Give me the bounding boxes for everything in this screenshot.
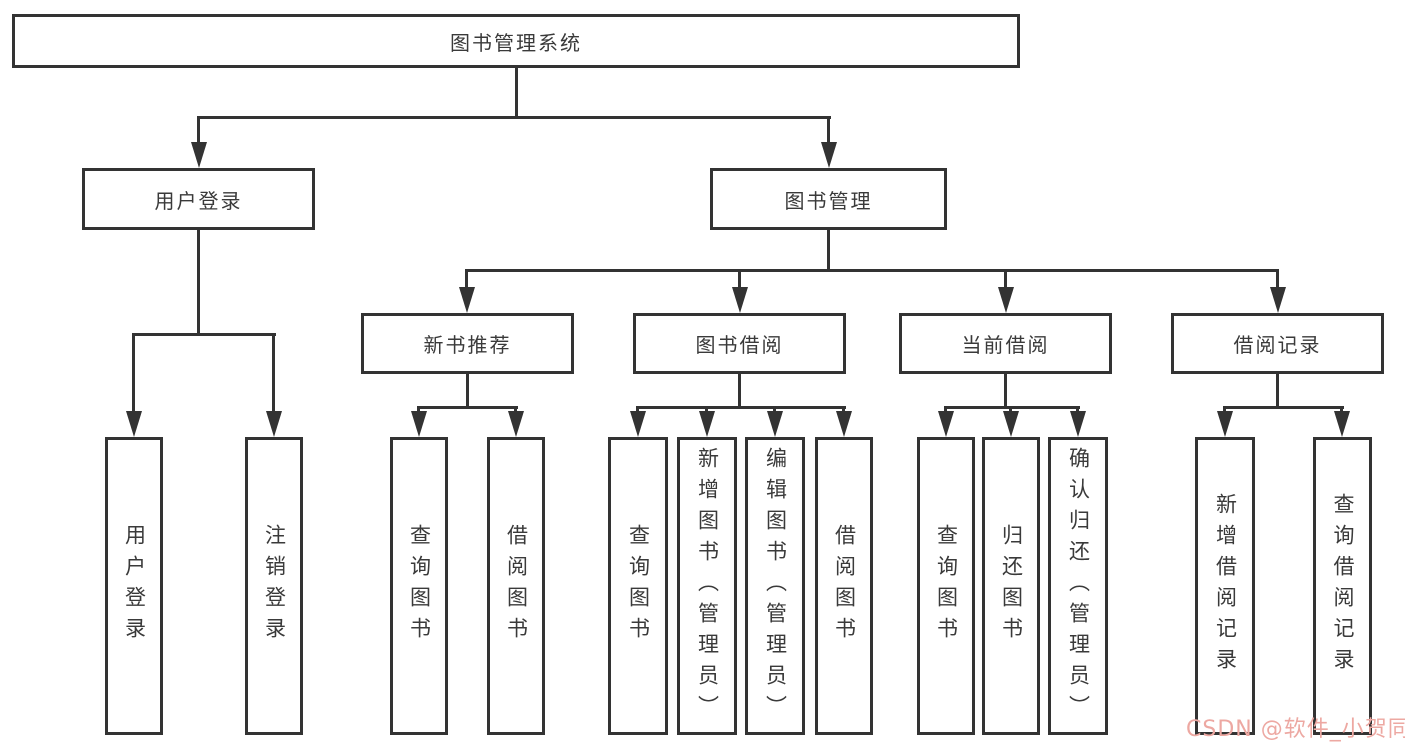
leaf-label: 借阅图书 bbox=[832, 524, 857, 648]
leaf-query-books-2: 查询图书 bbox=[608, 437, 668, 735]
leaf-borrow-books-2: 借阅图书 bbox=[815, 437, 873, 735]
leaf-label: 编辑图书（管理员） bbox=[763, 446, 788, 726]
leaf-add-books-admin: 新增图书（管理员） bbox=[677, 437, 737, 735]
node-label: 用户登录 bbox=[154, 188, 243, 213]
connector-line bbox=[636, 406, 639, 414]
connector-line bbox=[827, 230, 830, 271]
connector-line bbox=[466, 374, 469, 408]
connector-line bbox=[515, 68, 518, 118]
arrowhead-down-icon bbox=[1003, 411, 1019, 437]
arrowhead-down-icon bbox=[732, 287, 748, 313]
leaf-logout-login: 注销登录 bbox=[245, 437, 303, 735]
connector-line bbox=[1276, 269, 1279, 293]
node-label: 图书管理 bbox=[784, 188, 873, 213]
arrowhead-down-icon bbox=[508, 411, 524, 437]
leaf-label: 注销登录 bbox=[262, 524, 287, 648]
arrowhead-down-icon bbox=[126, 411, 142, 437]
connector-line bbox=[842, 406, 845, 414]
node-book-borrowing: 图书借阅 bbox=[633, 313, 846, 374]
node-current-borrowing: 当前借阅 bbox=[899, 313, 1112, 374]
connector-line bbox=[944, 406, 1080, 409]
connector-line bbox=[705, 406, 708, 414]
leaf-label: 用户登录 bbox=[122, 524, 147, 648]
leaf-label: 确认归还（管理员） bbox=[1066, 446, 1091, 726]
connector-line bbox=[1004, 374, 1007, 408]
connector-line bbox=[636, 406, 846, 409]
leaf-label: 查询借阅记录 bbox=[1331, 493, 1355, 679]
leaf-query-borrow-record: 查询借阅记录 bbox=[1313, 437, 1372, 735]
leaf-confirm-return-admin: 确认归还（管理员） bbox=[1048, 437, 1108, 735]
arrowhead-down-icon bbox=[630, 411, 646, 437]
node-book-management: 图书管理 bbox=[710, 168, 947, 230]
connector-line bbox=[738, 269, 741, 293]
node-user-login: 用户登录 bbox=[82, 168, 315, 230]
arrowhead-down-icon bbox=[938, 411, 954, 437]
watermark-text: CSDN @软件_小贺同学 bbox=[1186, 717, 1405, 742]
arrowhead-down-icon bbox=[1070, 411, 1086, 437]
node-new-book-recommendation: 新书推荐 bbox=[361, 313, 574, 374]
arrowhead-down-icon bbox=[767, 411, 783, 437]
connector-line bbox=[417, 406, 518, 409]
leaf-label: 查询图书 bbox=[934, 524, 959, 648]
connector-line bbox=[465, 269, 468, 293]
connector-line bbox=[944, 406, 947, 414]
leaf-return-books: 归还图书 bbox=[982, 437, 1040, 735]
node-borrowing-records: 借阅记录 bbox=[1171, 313, 1384, 374]
node-label: 图书管理系统 bbox=[450, 30, 582, 55]
connector-line bbox=[827, 116, 830, 146]
connector-line bbox=[197, 116, 200, 146]
connector-line bbox=[1223, 406, 1344, 409]
node-label: 借阅记录 bbox=[1233, 333, 1322, 357]
connector-line bbox=[417, 406, 420, 414]
leaf-label: 查询图书 bbox=[626, 524, 651, 648]
leaf-label: 新增借阅记录 bbox=[1213, 493, 1238, 679]
arrowhead-down-icon bbox=[459, 287, 475, 313]
arrowhead-down-icon bbox=[998, 287, 1014, 313]
connector-line bbox=[132, 333, 135, 413]
arrowhead-down-icon bbox=[1270, 287, 1286, 313]
leaf-label: 新增图书（管理员） bbox=[695, 446, 720, 726]
connector-line bbox=[197, 230, 200, 335]
connector-line bbox=[1340, 406, 1343, 414]
connector-line bbox=[1009, 406, 1012, 414]
node-label: 新书推荐 bbox=[423, 333, 512, 357]
leaf-user-login: 用户登录 bbox=[105, 437, 163, 735]
arrowhead-down-icon bbox=[699, 411, 715, 437]
connector-line bbox=[1276, 374, 1279, 408]
leaf-edit-books-admin: 编辑图书（管理员） bbox=[745, 437, 805, 735]
leaf-label: 查询图书 bbox=[407, 524, 432, 648]
arrowhead-down-icon bbox=[266, 411, 282, 437]
connector-line bbox=[197, 116, 831, 119]
connector-line bbox=[465, 269, 1279, 272]
leaf-add-borrow-record: 新增借阅记录 bbox=[1195, 437, 1255, 735]
arrowhead-down-icon bbox=[1217, 411, 1233, 437]
leaf-query-books-3: 查询图书 bbox=[917, 437, 975, 735]
connector-line bbox=[1076, 406, 1079, 414]
leaf-borrow-books-1: 借阅图书 bbox=[487, 437, 545, 735]
connector-line bbox=[132, 333, 276, 336]
leaf-query-books-1: 查询图书 bbox=[390, 437, 448, 735]
connector-line bbox=[514, 406, 517, 414]
connector-line bbox=[272, 333, 275, 413]
arrowhead-down-icon bbox=[411, 411, 427, 437]
arrowhead-down-icon bbox=[1334, 411, 1350, 437]
node-label: 当前借阅 bbox=[961, 333, 1050, 357]
connector-line bbox=[1223, 406, 1226, 414]
connector-line bbox=[738, 374, 741, 408]
leaf-label: 归还图书 bbox=[999, 524, 1024, 648]
node-label: 图书借阅 bbox=[695, 333, 784, 357]
leaf-label: 借阅图书 bbox=[504, 524, 529, 648]
arrowhead-down-icon bbox=[836, 411, 852, 437]
arrowhead-down-icon bbox=[821, 142, 837, 168]
connector-line bbox=[1004, 269, 1007, 293]
node-book-management-system: 图书管理系统 bbox=[12, 14, 1020, 68]
connector-line bbox=[773, 406, 776, 414]
arrowhead-down-icon bbox=[191, 142, 207, 168]
